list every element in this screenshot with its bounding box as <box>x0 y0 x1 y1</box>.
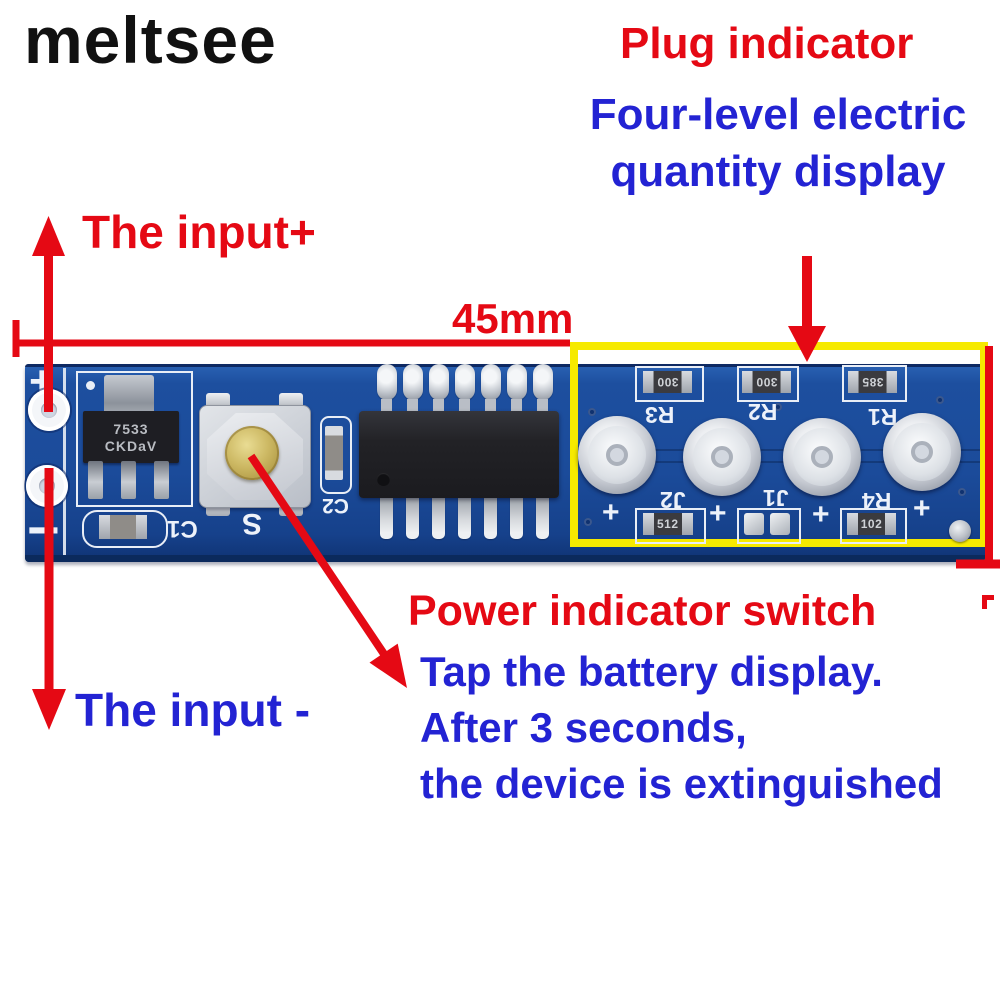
instruction-line2: After 3 seconds, <box>420 704 747 751</box>
switch-actuator <box>225 426 279 480</box>
jumper-pad <box>770 513 790 535</box>
polarity-plus: + <box>602 496 620 529</box>
resistor-102: 102 <box>847 513 896 535</box>
regulator-chip: 7533 CKDaV <box>83 411 179 463</box>
solder-joint <box>377 364 397 400</box>
resistor-frame <box>635 366 704 402</box>
power-switch-label: Power indicator switch <box>408 587 877 635</box>
led-silk-label: R3 <box>645 402 675 428</box>
regulator-tab <box>104 375 154 415</box>
regulator-marking-line1: 7533 <box>113 420 149 437</box>
via <box>936 396 944 404</box>
ic-pin <box>406 497 419 539</box>
four-level-line1: Four-level electric <box>589 90 967 139</box>
resistor-code: 300 <box>752 371 781 393</box>
led-4 <box>578 416 656 494</box>
resistor-code: 102 <box>857 513 886 535</box>
instruction-text: Tap the battery display. After 3 seconds… <box>420 644 943 812</box>
ic-pin <box>484 497 497 539</box>
ic-pin <box>510 497 523 539</box>
solder-joint <box>403 364 423 400</box>
regulator-silk-frame <box>76 371 193 507</box>
silkscreen-divider <box>63 368 66 558</box>
c2-capacitor <box>325 426 343 480</box>
jumper-pad <box>744 513 764 535</box>
instruction-line1: Tap the battery display. <box>420 648 883 695</box>
ic-pin <box>511 399 522 413</box>
led-silk-label: J1 <box>763 485 789 511</box>
ic-pin <box>407 399 418 413</box>
ic-pin <box>537 399 548 413</box>
solder-joint <box>481 364 501 400</box>
polarity-plus: + <box>709 497 727 530</box>
input-minus-arrowhead <box>32 689 66 730</box>
switch-arrowhead <box>369 643 407 688</box>
ic-pin <box>380 497 393 539</box>
ic-pin1-dot <box>377 473 390 486</box>
input-plus-arrowhead <box>32 216 65 256</box>
resistor-frame <box>737 366 799 402</box>
ic-pin <box>536 497 549 539</box>
resistor-frame <box>635 508 706 544</box>
regulator-leg <box>121 461 136 499</box>
instruction-line3: the device is extinguished <box>420 760 943 807</box>
c2-silk-label: C2 <box>322 494 349 517</box>
led-2 <box>783 418 861 496</box>
c1-silk-frame <box>82 510 168 548</box>
brand-logo: meltsee <box>24 3 277 77</box>
input-plus-label: The input+ <box>82 206 316 258</box>
via <box>584 518 592 526</box>
polarity-plus: + <box>913 492 931 525</box>
via <box>958 488 966 496</box>
c1-silk-label: C1 <box>167 515 198 542</box>
via <box>774 403 782 411</box>
plug-indicator-label: Plug indicator <box>620 19 914 68</box>
ic-pin <box>485 399 496 413</box>
power-switch-button <box>199 405 311 508</box>
resistor-code: 512 <box>654 513 682 535</box>
solder-joint <box>455 364 475 400</box>
input-plus-hole <box>28 389 70 431</box>
via <box>588 408 596 416</box>
resistor-512: 512 <box>643 513 694 535</box>
ic-pin <box>432 497 445 539</box>
ic-pin <box>381 399 392 413</box>
input-minus-label: The input - <box>75 684 311 736</box>
solder-joint <box>507 364 527 400</box>
terminal-minus-silk: − <box>27 498 60 561</box>
pcb-trace <box>575 449 980 451</box>
led-silk-label: R2 <box>748 399 778 425</box>
polarity-plus: + <box>812 498 830 531</box>
resistor-code: 385 <box>858 371 887 393</box>
led-3 <box>683 418 761 496</box>
ic-pin <box>458 497 471 539</box>
jumper-frame <box>737 508 801 544</box>
regulator-leg <box>154 461 169 499</box>
clipped-red-fragment <box>982 595 994 609</box>
four-level-line2: quantity display <box>610 147 946 196</box>
resistor-frame <box>842 365 907 402</box>
solder-joint <box>429 364 449 400</box>
four-level-caption: Four-level electric quantity display <box>556 86 1000 200</box>
c1-capacitor <box>99 515 147 539</box>
ic-pin <box>433 399 444 413</box>
led-1 <box>883 413 961 491</box>
regulator-leg <box>88 461 103 499</box>
resistor-code: 300 <box>653 371 682 393</box>
input-minus-hole <box>26 465 68 507</box>
solder-joint <box>533 364 553 400</box>
resistor-r2: 300 <box>742 371 791 393</box>
resistor-r3: 300 <box>643 371 692 393</box>
pcb-trace <box>575 461 980 463</box>
regulator-marking-line2: CKDaV <box>104 437 158 454</box>
ic-pin <box>459 399 470 413</box>
resistor-frame <box>840 508 907 544</box>
silk-dot <box>86 381 95 390</box>
switch-silk-label: S <box>242 507 263 540</box>
resistor-r1: 385 <box>848 371 897 393</box>
dimension-label: 45mm <box>452 295 574 342</box>
corner-solder-point <box>949 520 971 542</box>
controller-ic <box>359 411 559 498</box>
